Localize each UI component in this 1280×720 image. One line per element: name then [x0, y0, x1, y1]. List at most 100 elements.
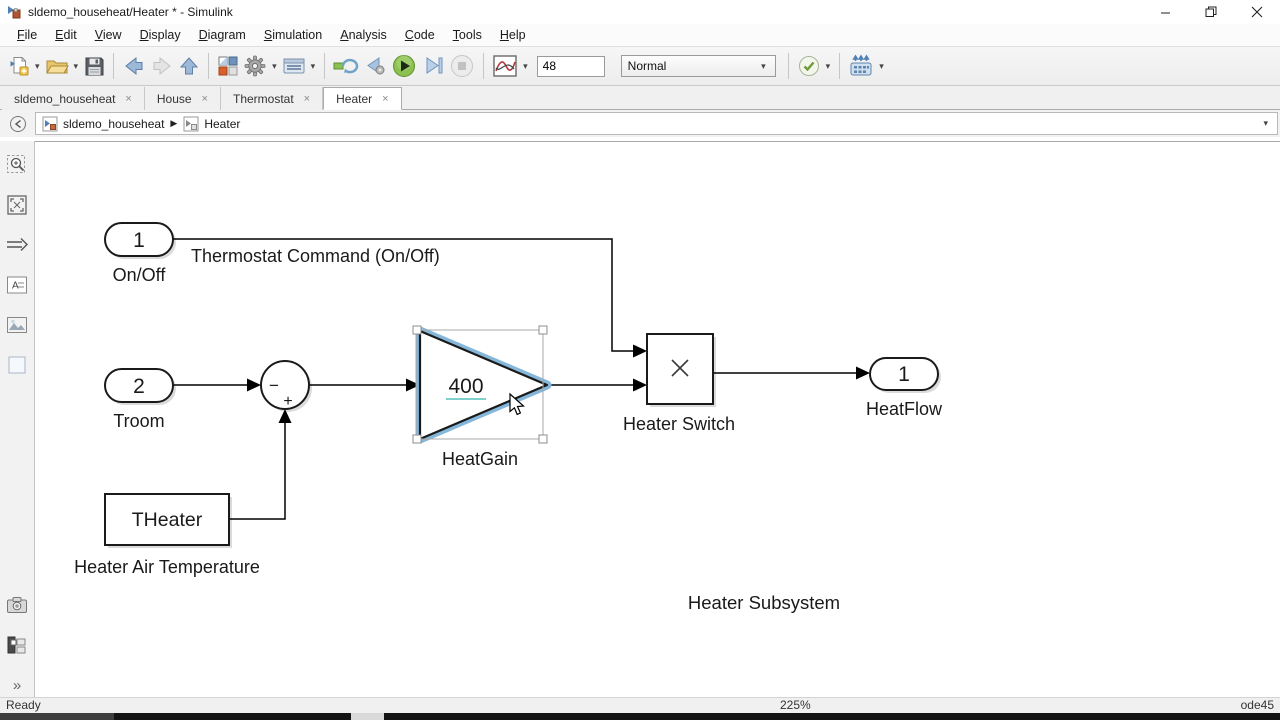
tab-house[interactable]: House × — [144, 87, 221, 110]
menu-help[interactable]: Help — [499, 28, 526, 42]
fit-to-view-button[interactable] — [5, 193, 29, 217]
constant-value: THeater — [132, 509, 203, 531]
up-to-parent-button[interactable] — [176, 51, 202, 81]
more-tools-button[interactable]: » — [12, 676, 22, 694]
image-button[interactable] — [5, 313, 29, 337]
library-browser-button[interactable] — [215, 51, 241, 81]
close-button[interactable] — [1234, 0, 1280, 24]
signal-annotation[interactable]: Thermostat Command (On/Off) — [191, 246, 440, 266]
model-config-button[interactable] — [280, 51, 308, 81]
menu-simulation[interactable]: Simulation — [263, 28, 323, 42]
tab-heater[interactable]: Heater × — [323, 87, 402, 110]
forward-button[interactable] — [148, 51, 176, 81]
zoom-icon — [7, 155, 25, 173]
close-tab-icon[interactable]: × — [303, 92, 311, 105]
settings-button[interactable] — [241, 51, 269, 81]
sim-stop-time-input[interactable] — [536, 55, 605, 77]
minimize-button[interactable] — [1142, 0, 1188, 24]
tab-thermostat[interactable]: Thermostat × — [220, 87, 324, 110]
scope-dropdown-icon[interactable]: ▾ — [523, 60, 528, 71]
selection-bounding-box — [416, 329, 544, 440]
constant-theater-block[interactable]: THeater — [104, 493, 230, 546]
close-tab-icon[interactable]: × — [201, 92, 208, 105]
viewmarks-icon — [7, 636, 26, 654]
back-button[interactable] — [120, 51, 148, 81]
inport-troom-label[interactable]: Troom — [113, 411, 164, 431]
area-box-icon — [8, 356, 26, 374]
gain-label[interactable]: HeatGain — [442, 449, 518, 469]
build-dropdown-icon[interactable]: ▾ — [879, 60, 884, 71]
menu-edit[interactable]: Edit — [55, 28, 77, 42]
line-onoff-to-switch[interactable] — [173, 238, 633, 352]
outport-heatflow-block[interactable]: 1 — [869, 357, 939, 391]
new-model-button[interactable] — [6, 51, 32, 81]
model-config-dropdown-icon[interactable]: ▾ — [310, 60, 316, 71]
breadcrumb-dropdown-icon[interactable]: ▾ — [1263, 118, 1268, 128]
sum-block[interactable]: − + — [260, 360, 310, 410]
signal-lines[interactable] — [173, 238, 856, 520]
save-button[interactable] — [81, 51, 107, 81]
open-button[interactable] — [43, 51, 71, 81]
library-browser-icon — [218, 56, 238, 76]
signal-routing-button[interactable] — [5, 233, 29, 257]
subsystem-title-annotation[interactable]: Heater Subsystem — [688, 592, 840, 613]
image-icon — [7, 317, 27, 333]
menu-tools[interactable]: Tools — [452, 28, 482, 42]
menu-file[interactable]: File — [17, 28, 38, 42]
inport-onoff-label[interactable]: On/Off — [113, 265, 167, 285]
restore-icon — [1205, 6, 1217, 17]
simulation-data-inspector-button[interactable] — [490, 51, 520, 81]
area-box-button[interactable] — [5, 353, 29, 377]
menu-view[interactable]: View — [94, 28, 122, 42]
model-config-icon — [283, 58, 305, 74]
breadcrumb-current[interactable]: Heater — [204, 116, 241, 131]
back-arrow-icon — [125, 56, 143, 76]
inport-onoff-number: 1 — [133, 229, 145, 252]
simulation-mode-select[interactable]: Normal ▾ — [620, 55, 776, 77]
product-block[interactable] — [646, 333, 714, 405]
stop-button[interactable] — [447, 51, 477, 81]
model-advisor-dropdown-icon[interactable]: ▾ — [825, 60, 831, 71]
inport-troom-number: 2 — [133, 375, 145, 398]
breadcrumb-root[interactable]: sldemo_househeat — [63, 116, 165, 131]
gain-block[interactable]: 400 — [412, 325, 552, 444]
step-forward-button[interactable] — [419, 51, 447, 81]
outport-label[interactable]: HeatFlow — [866, 399, 943, 419]
annotation-button[interactable]: A — [5, 273, 29, 297]
inport-troom-block[interactable]: 2 — [104, 368, 174, 403]
settings-dropdown-icon[interactable]: ▾ — [272, 60, 277, 71]
inport-onoff-block[interactable]: 1 — [104, 222, 174, 257]
title-bar: sldemo_househeat/Heater * - Simulink — [0, 0, 1280, 24]
sum-minus-sign: − — [269, 376, 279, 395]
menu-analysis[interactable]: Analysis — [340, 28, 387, 42]
gear-icon — [244, 55, 266, 77]
fit-to-view-icon — [7, 195, 27, 215]
menu-diagram[interactable]: Diagram — [198, 28, 246, 42]
model-advisor-button[interactable] — [795, 51, 823, 81]
run-button[interactable] — [389, 51, 419, 81]
arrowheads — [247, 344, 870, 423]
selection-handles[interactable] — [412, 325, 548, 444]
viewmarks-button[interactable] — [5, 633, 29, 657]
constant-label[interactable]: Heater Air Temperature — [74, 557, 260, 577]
tab-sldemo-househeat[interactable]: sldemo_househeat × — [2, 87, 145, 110]
screenshot-button[interactable] — [5, 593, 29, 617]
menu-display[interactable]: Display — [139, 28, 181, 42]
model-canvas[interactable]: 1 On/Off Thermostat Command (On/Off) 2 T… — [35, 141, 1280, 697]
line-theater-to-sum[interactable] — [229, 423, 286, 520]
step-back-button[interactable] — [361, 51, 389, 81]
close-tab-icon[interactable]: × — [125, 92, 132, 105]
product-label[interactable]: Heater Switch — [623, 414, 735, 434]
hide-explorer-bar-icon[interactable] — [9, 115, 27, 133]
open-dropdown-icon[interactable]: ▾ — [73, 60, 79, 71]
close-tab-icon[interactable]: × — [382, 92, 389, 105]
restore-button[interactable] — [1188, 0, 1234, 24]
update-diagram-button[interactable] — [331, 51, 361, 81]
solver-name[interactable]: ode45 — [1240, 698, 1274, 712]
new-model-dropdown-icon[interactable]: ▾ — [35, 60, 40, 71]
build-button[interactable] — [846, 51, 876, 81]
menu-code[interactable]: Code — [404, 28, 435, 42]
zoom-tool-button[interactable] — [5, 153, 29, 177]
gain-value[interactable]: 400 — [448, 375, 483, 398]
